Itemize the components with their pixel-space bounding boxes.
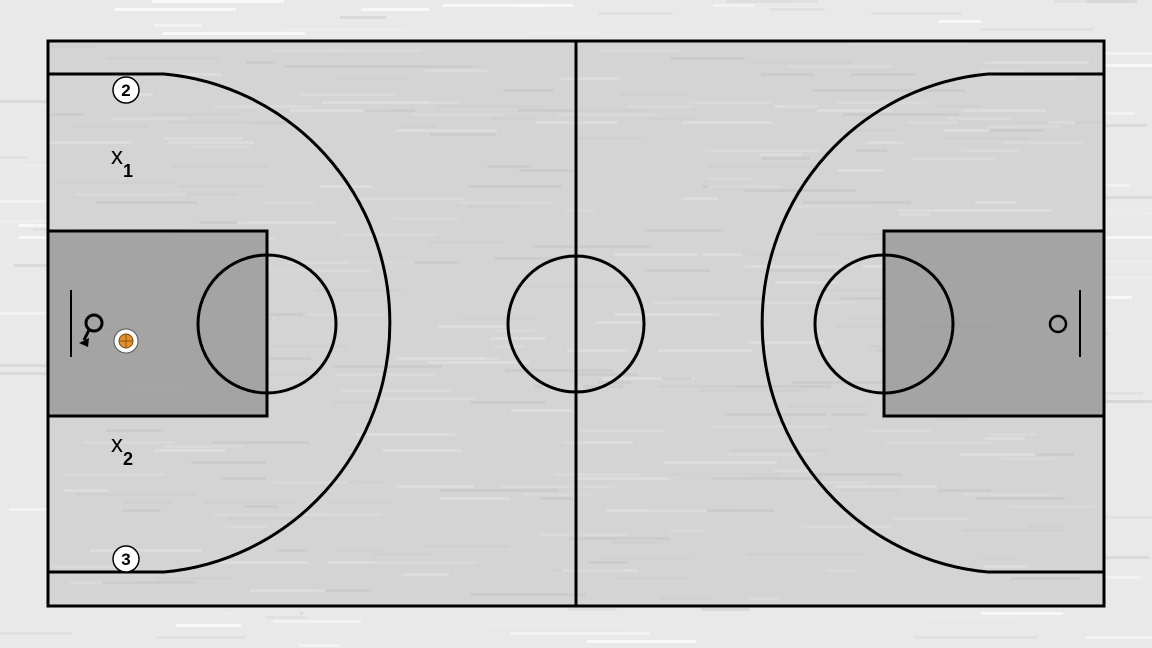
basketball-icon xyxy=(113,328,139,354)
defender-marker: x 2 xyxy=(111,431,133,469)
right-three-point-line xyxy=(760,72,1104,574)
right-rim xyxy=(1048,314,1068,334)
left-three-point-line xyxy=(48,72,392,574)
player-with-arrow-icon xyxy=(79,313,104,347)
center-circle xyxy=(506,254,646,394)
defender-subscript: 2 xyxy=(123,449,133,469)
left-free-throw-circle xyxy=(196,253,338,395)
left-paint xyxy=(46,229,269,418)
right-free-throw-circle xyxy=(813,253,955,395)
defender-letter: x xyxy=(111,143,123,170)
offense-player-marker: 2 xyxy=(112,76,140,104)
defender-marker: x 1 xyxy=(111,143,133,181)
defender-subscript: 1 xyxy=(123,161,133,181)
right-paint xyxy=(882,229,1106,418)
offense-player-marker: 3 xyxy=(112,545,140,573)
offense-player-number: 2 xyxy=(121,81,130,100)
offense-player-number: 3 xyxy=(121,550,130,569)
defender-letter: x xyxy=(111,431,123,458)
